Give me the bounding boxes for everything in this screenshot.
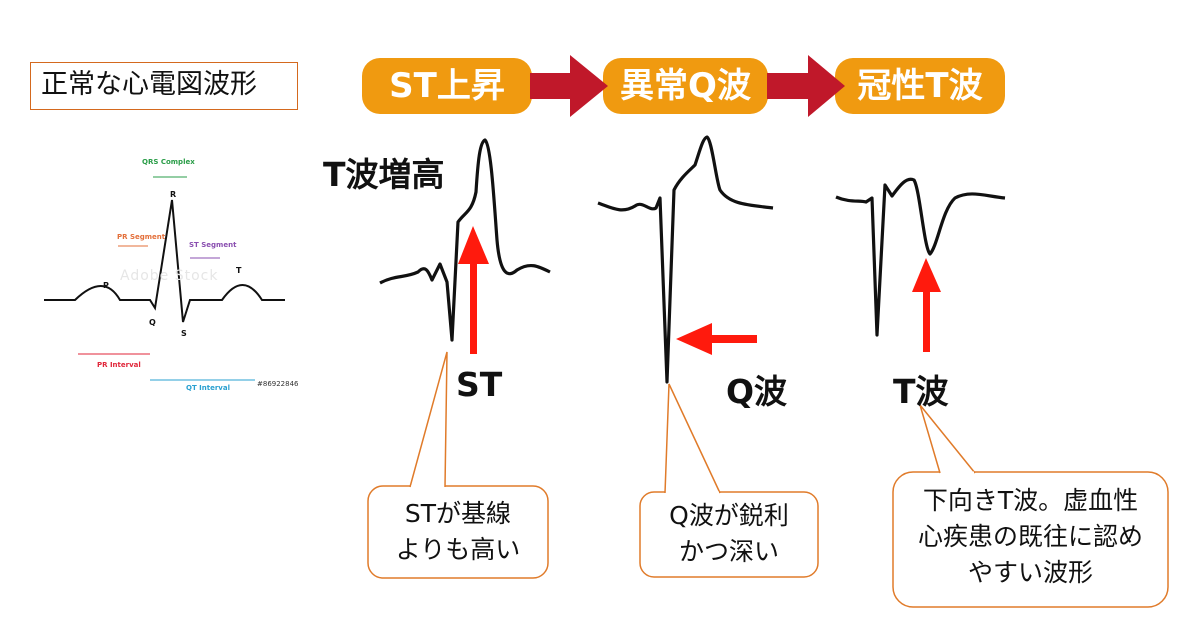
callout-t-shape: [892, 404, 1169, 608]
qt-interval-label: QT Interval: [186, 384, 230, 392]
pr-segment-label: PR Segment: [117, 233, 166, 241]
callout-q-line-2: かつ深い: [678, 537, 779, 566]
q-wave-label: Q波: [726, 372, 788, 411]
callout-t: 下向きT波。虚血性 心疾患の既往に認め やすい波形: [893, 483, 1168, 591]
callout-st: STが基線 よりも高い: [368, 496, 548, 568]
stage-arrow-1: [530, 55, 608, 117]
q-left-arrow: [676, 323, 757, 355]
ecg-coronary-t-trace: [835, 177, 1006, 337]
callout-t-line-2: 心疾患の既往に認め: [917, 522, 1143, 551]
qrs-complex-label: QRS Complex: [142, 158, 195, 166]
callout-q: Q波が鋭利 かつ深い: [640, 498, 818, 570]
s-label: S: [181, 329, 187, 338]
callout-t-line-1: 下向きT波。虚血性: [922, 486, 1139, 515]
normal-ecg-title: 正常な心電図波形: [30, 62, 298, 110]
t-wave-label: T波: [893, 372, 949, 411]
callout-q-line-1: Q波が鋭利: [669, 501, 789, 530]
adobe-stock-watermark: Adobe Stock: [120, 268, 219, 284]
r-label: R: [170, 190, 177, 199]
t-up-arrow: [912, 258, 941, 352]
stock-id-label: #86922846: [257, 380, 299, 388]
callout-q-shape: [639, 383, 819, 578]
st-label: ST: [456, 365, 503, 404]
stage-arrow-2: [767, 55, 845, 117]
t-label: T: [236, 266, 242, 275]
callout-st-line-2: よりも高い: [395, 535, 521, 564]
stage-abnormal-q: 異常Q波: [603, 58, 768, 114]
p-label: P: [103, 281, 109, 290]
callout-t-line-3: やすい波形: [967, 558, 1093, 587]
q-label: Q: [149, 318, 156, 327]
ecg-abnormal-q-trace: [597, 135, 774, 384]
normal-ecg-waveform: [44, 176, 285, 381]
st-up-arrow: [458, 226, 489, 354]
st-segment-label: ST Segment: [189, 241, 237, 249]
callout-st-shape: [367, 351, 549, 579]
ecg-st-elevation-trace: [379, 138, 551, 342]
pr-interval-label: PR Interval: [97, 361, 141, 369]
callout-st-line-1: STが基線: [404, 499, 512, 528]
stage-st-elevation: ST上昇: [362, 58, 532, 114]
t-peak-label: T波増高: [323, 155, 445, 194]
stage-coronary-t: 冠性T波: [835, 58, 1005, 114]
